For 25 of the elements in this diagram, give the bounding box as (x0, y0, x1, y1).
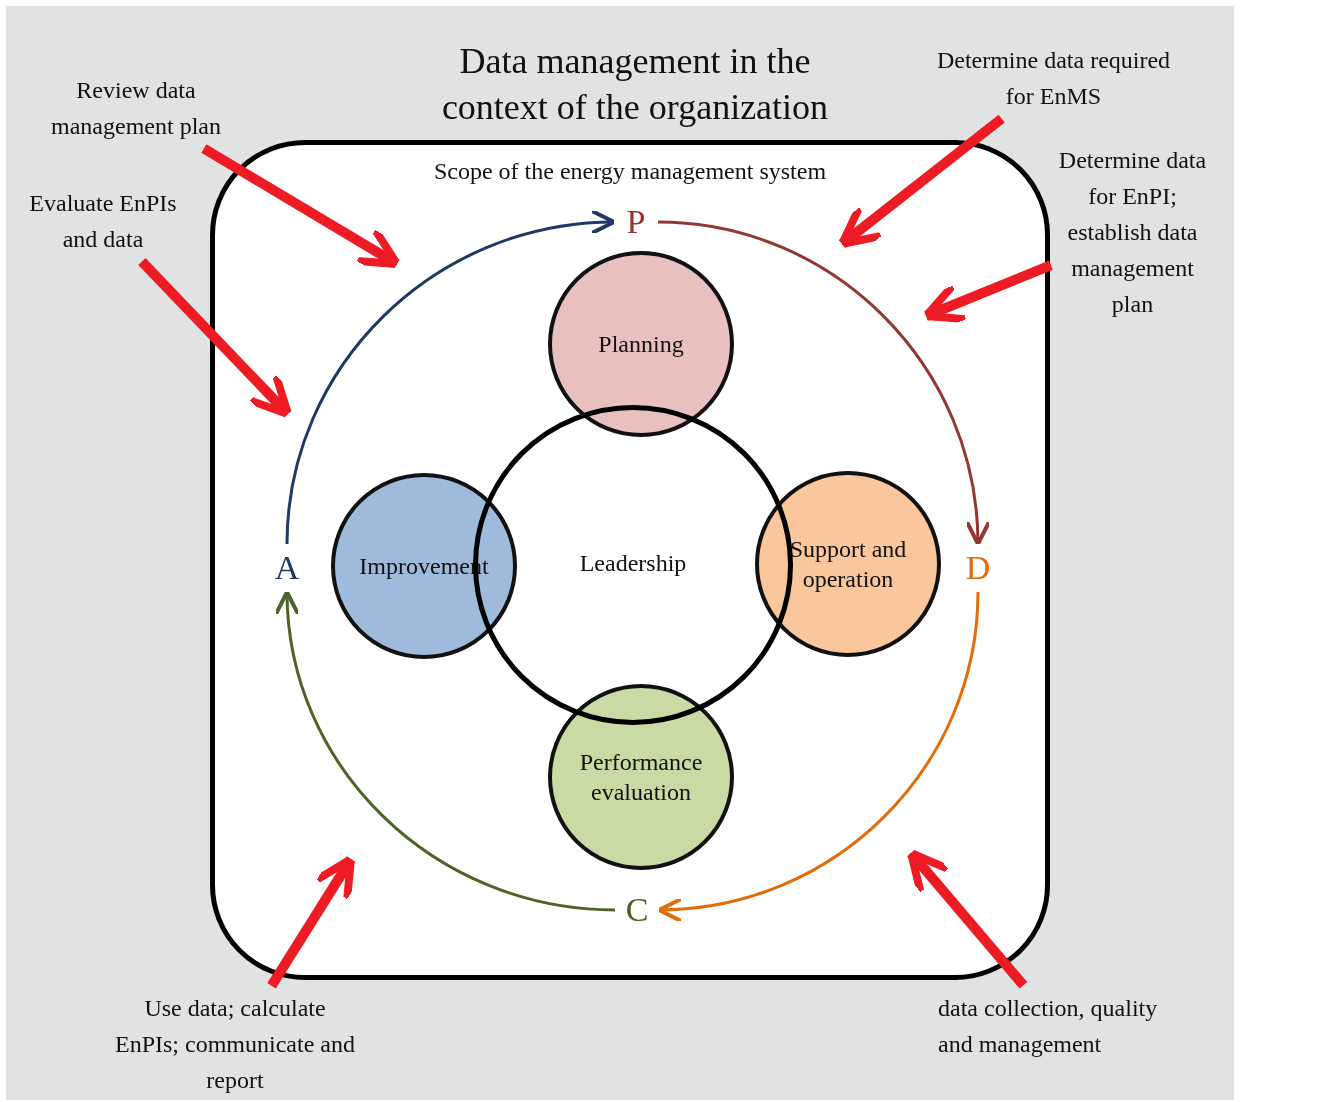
cycle-arrow (657, 591, 980, 922)
pointer-arrow (201, 144, 401, 269)
cycle-arrow (657, 220, 990, 546)
phase-letter: C (617, 888, 657, 932)
box-heading: Scope of the energy management system (432, 157, 828, 186)
annotation-text: Evaluate EnPIs and data (18, 185, 188, 257)
pointer-arrow (138, 258, 292, 418)
scope-box (210, 140, 1050, 980)
node-label: Leadership (578, 549, 688, 578)
cycle-arrow (285, 210, 616, 545)
node-label: Performance evaluation (578, 748, 704, 807)
pointer-arrow (838, 114, 1005, 248)
annotation-text: Determine data required for EnMS (926, 42, 1181, 114)
diagram-title: Data management in the context of the organization (440, 40, 830, 129)
node-label: Planning (598, 330, 684, 359)
annotation-text: Use data; calculate EnPIs; communicate and report (110, 990, 360, 1098)
pointer-arrow (922, 260, 1053, 324)
pointer-arrow (267, 855, 356, 989)
phase-letter: P (616, 200, 656, 244)
phase-letter: A (267, 546, 307, 590)
annotation-text: Determine data for EnPI; establish data management plan (1055, 142, 1210, 322)
cycle-arrow (275, 590, 616, 912)
annotation-text: Review data management plan (41, 72, 231, 144)
phase-letter: D (958, 546, 998, 590)
annotation-text: data collection, quality and management (938, 990, 1178, 1062)
